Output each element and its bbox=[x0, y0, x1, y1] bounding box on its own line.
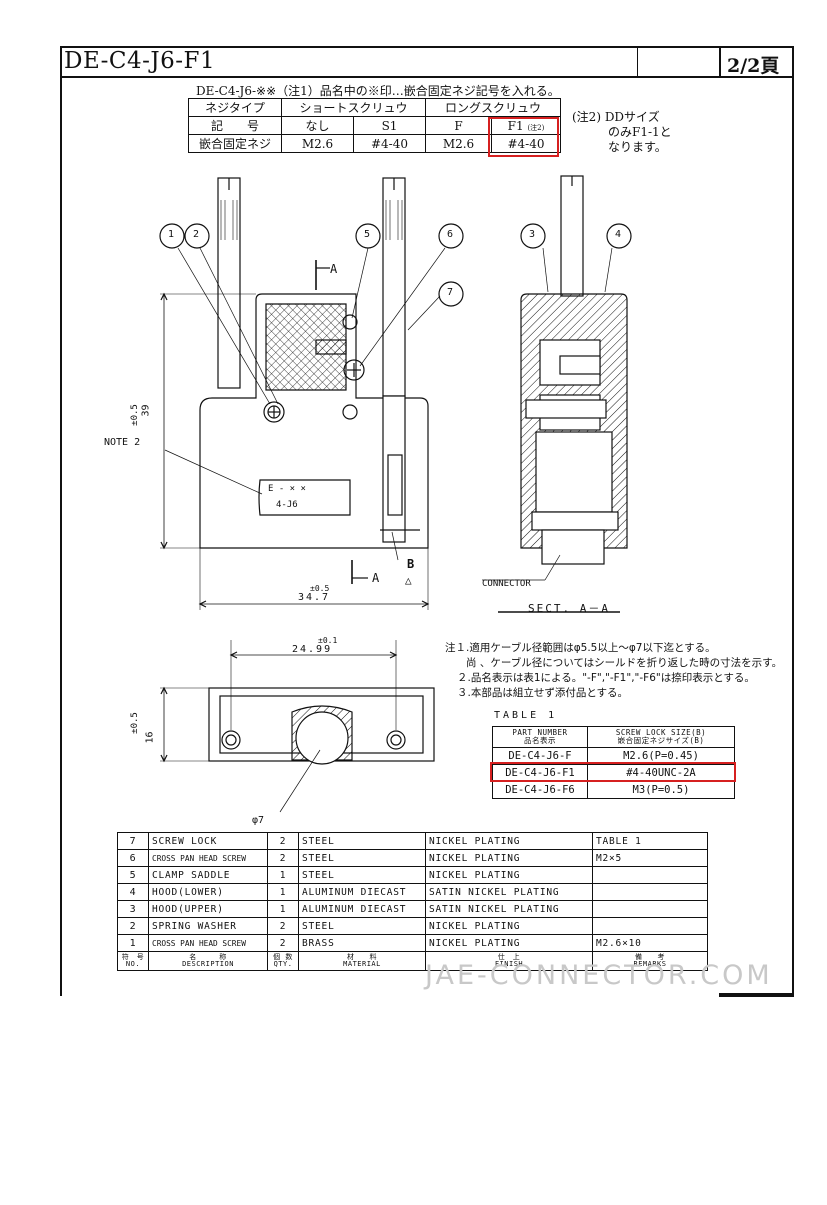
balloon-5 bbox=[355, 223, 381, 249]
note-2-line: (注2) DDサイズ bbox=[572, 110, 660, 124]
note-line: 注１.適用ケーブル径範囲はφ5.5以上～φ7以下迄とする。 bbox=[445, 642, 716, 654]
label-note2: NOTE 2 bbox=[104, 437, 141, 448]
label-section-a-top: A bbox=[330, 262, 338, 276]
notes-block: 注１.適用ケーブル径範囲はφ5.5以上～φ7以下迄とする。 尚 、ケーブル径につ… bbox=[445, 641, 782, 701]
balloon-label-6: 6 bbox=[447, 229, 454, 240]
dim-height-2: 16 bbox=[144, 731, 156, 744]
balloon-label-1: 1 bbox=[168, 229, 175, 240]
parts-header-row: 符 号 NO. 名 称 DESCRIPTION 個 数 QTY. 材 料 MAT… bbox=[117, 951, 708, 971]
parts-list: 7 SCREW LOCK 2 STEEL NICKEL PLATING TABL… bbox=[117, 832, 708, 971]
dim-tol-2: ±0.5 bbox=[129, 712, 140, 734]
balloon-label-3: 3 bbox=[529, 229, 536, 240]
title-cell bbox=[637, 46, 719, 78]
label-b: B bbox=[407, 557, 415, 571]
table1-header-size: SCREW LOCK SIZE(B)嵌合固定ネジサイズ(B) bbox=[587, 726, 735, 748]
spec-cell: #4-40 bbox=[353, 134, 426, 153]
note-2-line: のみF1-1と bbox=[608, 125, 672, 139]
dim-tol: ±0.5 bbox=[129, 404, 140, 426]
title-bar bbox=[60, 46, 794, 78]
table-row: DE-C4-J6-F1#4-40UNC-2A bbox=[492, 764, 735, 782]
note-2-line: なります。 bbox=[608, 140, 667, 154]
balloon-label-2: 2 bbox=[193, 229, 200, 240]
dim-height: 39 bbox=[140, 404, 152, 417]
page-number: 2/2頁 bbox=[727, 55, 780, 77]
note-part-number: DE-C4-J6-※※（注1）品名中の※印…嵌合固定ネジ記号を入れる。 bbox=[196, 84, 560, 98]
table-row: 7 SCREW LOCK 2 STEEL NICKEL PLATING TABL… bbox=[117, 832, 708, 850]
dim-pitch-tol: ±0.1 bbox=[318, 636, 338, 645]
spec-note-ref: (注2) bbox=[527, 123, 545, 132]
drawing-title: DE-C4-J6-F1 bbox=[64, 48, 216, 74]
dim-pitch: 24.99 bbox=[292, 644, 333, 655]
watermark: JAE-CONNECTOR.COM bbox=[425, 960, 773, 991]
label-connector: CONNECTOR bbox=[482, 579, 531, 589]
cable-section bbox=[265, 303, 347, 391]
balloon-7 bbox=[438, 281, 464, 307]
screw-type-table: ネジタイプ ショートスクリュウ ロングスクリュウ 記 号 なし S1 F F1 … bbox=[188, 98, 561, 153]
balloon-label-5: 5 bbox=[364, 229, 371, 240]
spec-row-screw-label: 嵌合固定ネジ bbox=[188, 134, 282, 153]
hood-outline bbox=[199, 293, 429, 549]
frame-corner-bar bbox=[719, 993, 794, 997]
balloon-6 bbox=[438, 223, 464, 249]
note-line: ３.本部品は組立せず添付品とする。 bbox=[457, 687, 629, 699]
highlight-box-spec bbox=[488, 117, 559, 157]
table1-title: TABLE 1 bbox=[494, 710, 558, 721]
label-section-a-bottom: A bbox=[372, 571, 380, 585]
balloon-2 bbox=[184, 223, 210, 249]
balloon-4 bbox=[606, 223, 632, 249]
dim-width-tol: ±0.5 bbox=[310, 584, 330, 593]
note-line: 尚 、ケーブル径についてはシールドを折り返した時の寸法を示す。 bbox=[445, 657, 783, 669]
spec-header-long: ロングスクリュウ bbox=[425, 98, 561, 117]
balloon-3 bbox=[520, 223, 546, 249]
note-2: (注2) DDサイズ のみF1-1と なります。 bbox=[572, 110, 672, 155]
dim-phi: φ7 bbox=[252, 815, 265, 826]
note-line: ２.品名表示は表1による。"‐F","‐F1","‐F6"は捺印表示とする。 bbox=[457, 672, 755, 684]
balloon-label-4: 4 bbox=[615, 229, 622, 240]
balloon-label-7: 7 bbox=[447, 287, 454, 298]
spec-cell: #4-40 bbox=[491, 134, 561, 153]
marking-text-1: E ‐ × × bbox=[268, 484, 306, 494]
dim-width: 34.7 bbox=[298, 592, 331, 603]
spec-cell: M2.6 bbox=[281, 134, 354, 153]
label-triangle: △ bbox=[405, 574, 412, 587]
marking-text-2: 4‐J6 bbox=[276, 500, 298, 510]
balloon-1 bbox=[159, 223, 185, 249]
section-title: SECT. A－A bbox=[528, 602, 610, 615]
page-cell bbox=[719, 46, 794, 78]
highlight-box-table1 bbox=[490, 762, 736, 782]
